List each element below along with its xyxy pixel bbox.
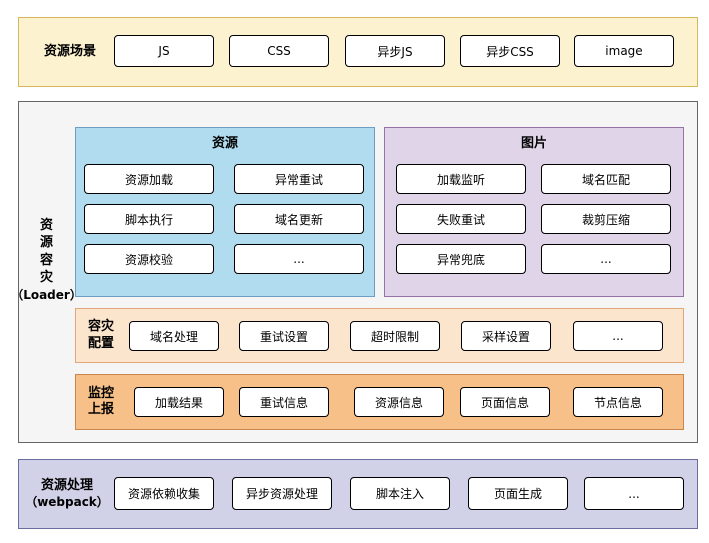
webpack-title-line: （webpack） xyxy=(25,494,109,509)
config-item: 域名处理 xyxy=(129,321,219,351)
config-item: 重试设置 xyxy=(239,321,329,351)
config-item: 超时限制 xyxy=(350,321,440,351)
config-title-line: 容灾 xyxy=(87,319,114,335)
webpack-item: 页面生成 xyxy=(468,477,568,510)
webpack-item: 资源依赖收集 xyxy=(114,477,214,510)
webpack-item: ... xyxy=(584,477,684,510)
monitor-item: 页面信息 xyxy=(460,387,550,417)
resource-item: 资源加载 xyxy=(84,164,214,194)
image-item: 裁剪压缩 xyxy=(541,204,671,234)
scene-item-image: image xyxy=(574,35,674,67)
image-item: 域名匹配 xyxy=(541,164,671,194)
monitor-item: 节点信息 xyxy=(573,387,663,417)
resource-scene-title: 资源场景 xyxy=(43,43,96,59)
webpack-item: 脚本注入 xyxy=(350,477,450,510)
resource-item: 异常重试 xyxy=(234,164,364,194)
loader-title-line: （Loader） xyxy=(11,288,82,302)
webpack-title: 资源处理 （webpack） xyxy=(22,459,112,529)
image-item: ... xyxy=(541,244,671,274)
config-title-line: 配置 xyxy=(87,335,114,351)
scene-item-async-js: 异步JS xyxy=(345,35,445,67)
monitor-item: 加载结果 xyxy=(134,387,224,417)
loader-title: 资 源 容 灾 （Loader） xyxy=(11,210,82,310)
resource-item: ... xyxy=(234,244,364,274)
resource-panel-title: 资源 xyxy=(211,135,238,151)
image-panel-title: 图片 xyxy=(520,135,547,151)
scene-item-css: CSS xyxy=(229,35,329,67)
image-item: 失败重试 xyxy=(396,204,526,234)
scene-item-async-css: 异步CSS xyxy=(460,35,560,67)
webpack-item: 异步资源处理 xyxy=(232,477,332,510)
config-item: ... xyxy=(573,321,663,351)
loader-title-line: 资 xyxy=(39,217,53,233)
loader-title-line: 灾 xyxy=(39,270,53,286)
image-item: 异常兜底 xyxy=(396,244,526,274)
config-item: 采样设置 xyxy=(461,321,551,351)
image-item: 加载监听 xyxy=(396,164,526,194)
loader-title-line: 容 xyxy=(39,252,53,268)
monitor-item: 资源信息 xyxy=(354,387,444,417)
loader-title-line: 源 xyxy=(39,235,53,251)
monitor-title-line: 监控 xyxy=(87,385,114,401)
resource-item: 资源校验 xyxy=(84,244,214,274)
monitor-title: 监控 上报 xyxy=(75,374,127,430)
scene-item-js: JS xyxy=(114,35,214,67)
monitor-item: 重试信息 xyxy=(239,387,329,417)
webpack-title-line: 资源处理 xyxy=(40,478,93,494)
monitor-title-line: 上报 xyxy=(87,402,114,417)
resource-item: 域名更新 xyxy=(234,204,364,234)
config-title: 容灾 配置 xyxy=(75,308,127,363)
resource-item: 脚本执行 xyxy=(84,204,214,234)
